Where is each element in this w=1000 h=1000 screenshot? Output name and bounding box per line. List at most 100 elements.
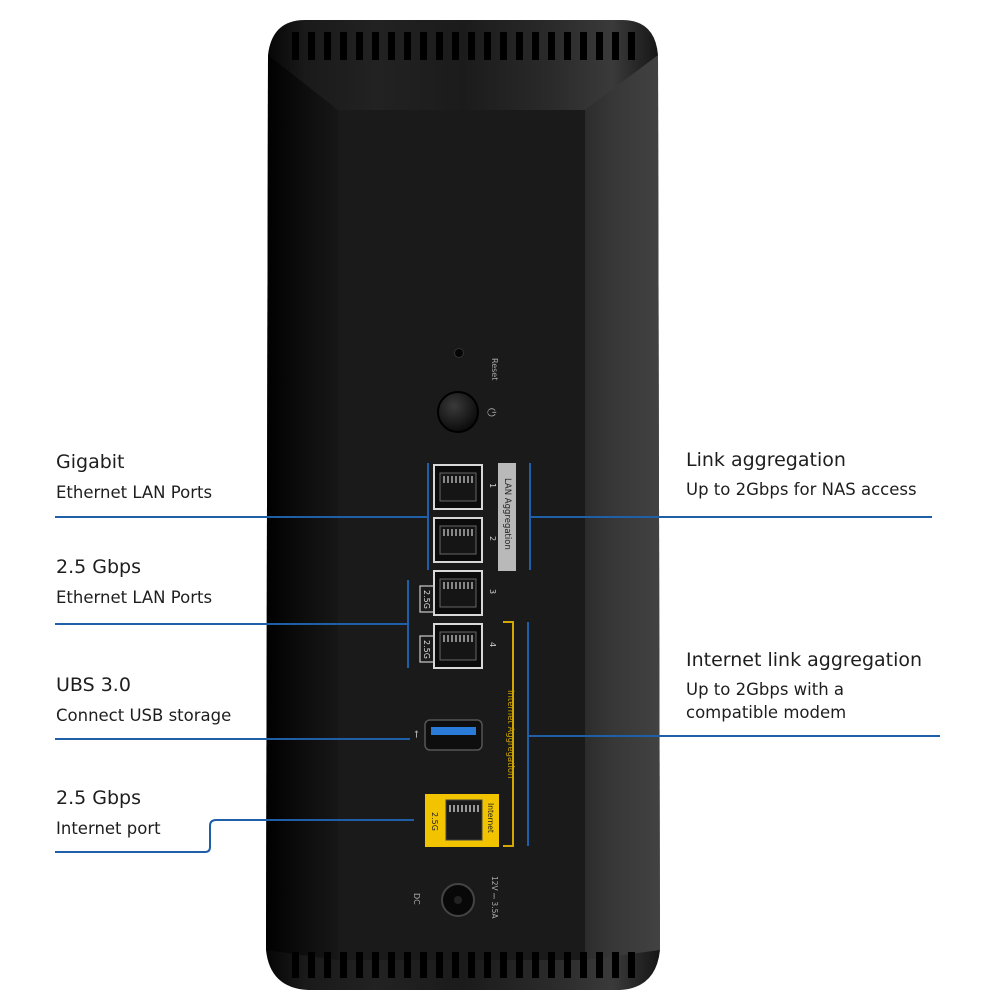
callout-gigabit: Gigabit Ethernet LAN Ports (56, 450, 212, 505)
ethernet-port-socket (439, 525, 477, 555)
callout-link-agg-subtitle: Up to 2Gbps for NAS access (686, 480, 917, 499)
vent-slot (564, 32, 571, 60)
internet-pin (457, 805, 459, 812)
vent-slot (596, 32, 603, 60)
internet-pin (453, 805, 455, 812)
callout-gigabit-subtitle: Ethernet LAN Ports (56, 483, 213, 502)
internet-pin (477, 805, 479, 812)
vent-slot (356, 952, 363, 978)
ethernet-pin (443, 635, 445, 642)
ethernet-pin (447, 635, 449, 642)
vent-slot (548, 32, 555, 60)
internet-pin (461, 805, 463, 812)
ethernet-pin (463, 635, 465, 642)
speed-tag-port3 (419, 585, 435, 613)
ethernet-port-socket (439, 578, 477, 608)
callout-internet-agg: Internet link aggregation Up to 2Gbps wi… (686, 648, 922, 724)
power-rating: 12V ⎓ 3.5A (490, 876, 499, 919)
vent-slot (340, 32, 347, 60)
reset-pinhole (454, 348, 464, 358)
ethernet-pin (463, 476, 465, 483)
ethernet-pin (443, 529, 445, 536)
usb-icon: ⭠ (411, 730, 422, 738)
vent-slot (404, 32, 411, 60)
ethernet-pin (467, 635, 469, 642)
vent-slot (372, 32, 379, 60)
callout-internet-agg-title: Internet link aggregation (686, 649, 923, 671)
ethernet-pin (463, 529, 465, 536)
port-number: 1 (488, 483, 497, 488)
vent-slot (532, 32, 539, 60)
bottom-vents (292, 952, 635, 978)
vent-slot (436, 32, 443, 60)
ethernet-pin (455, 635, 457, 642)
internet-port-label: Internet (486, 803, 495, 833)
vent-slot (388, 952, 395, 978)
ethernet-pin (459, 582, 461, 589)
internet-pin (473, 805, 475, 812)
callout-usb-subtitle: Connect USB storage (56, 706, 232, 725)
vent-slot (468, 952, 475, 978)
ethernet-port-socket (439, 472, 477, 502)
vent-slot (548, 952, 555, 978)
callout-25g-lan-title: 2.5 Gbps (56, 556, 141, 578)
vent-slot (532, 952, 539, 978)
vent-slot (292, 952, 299, 978)
callout-usb-title: UBS 3.0 (56, 674, 131, 696)
vent-slot (324, 952, 331, 978)
vent-slot (468, 32, 475, 60)
ethernet-pin (459, 529, 461, 536)
port-number: 4 (488, 642, 497, 647)
vent-slot (292, 32, 299, 60)
ethernet-pin (471, 476, 473, 483)
ethernet-pin (451, 476, 453, 483)
ethernet-pin (451, 582, 453, 589)
internet-pin (449, 805, 451, 812)
internet-aggregation-bracket (503, 621, 514, 847)
vent-slot (372, 952, 379, 978)
top-vents (292, 32, 635, 60)
ethernet-pin (459, 476, 461, 483)
vent-slot (420, 32, 427, 60)
speed-tag-port4 (419, 635, 435, 663)
internet-aggregation-label: Internet Aggregation (505, 690, 515, 778)
vent-slot (308, 32, 315, 60)
vent-slot (580, 952, 587, 978)
internet-pin (465, 805, 467, 812)
dc-label: DC (412, 893, 421, 905)
reset-label: Reset (490, 358, 499, 380)
ethernet-pin (443, 476, 445, 483)
internet-pin (469, 805, 471, 812)
vent-slot (628, 32, 635, 60)
callout-usb: UBS 3.0 Connect USB storage (56, 673, 231, 728)
ethernet-pin (467, 476, 469, 483)
vent-slot (500, 32, 507, 60)
router-right-facet (585, 55, 660, 960)
power-button (437, 391, 479, 433)
ethernet-pin (471, 635, 473, 642)
callout-25g-lan: 2.5 Gbps Ethernet LAN Ports (56, 555, 212, 610)
vent-slot (340, 952, 347, 978)
vent-slot (308, 952, 315, 978)
internet-port-socket (445, 799, 483, 841)
lan-aggregation-label: LAN Aggregation (502, 478, 512, 550)
callout-internet-agg-subtitle-2: compatible modem (686, 703, 847, 722)
ethernet-pin (447, 476, 449, 483)
ethernet-pin (471, 582, 473, 589)
callout-lines (55, 463, 940, 853)
vent-slot (484, 32, 491, 60)
vent-slot (452, 32, 459, 60)
callout-25g-lan-subtitle: Ethernet LAN Ports (56, 588, 213, 607)
speed-tag-port3-label: 2.5G (422, 590, 431, 609)
ethernet-pin (467, 529, 469, 536)
ethernet-port-socket (439, 631, 477, 661)
ethernet-pin (443, 582, 445, 589)
internet-port-pins (449, 805, 479, 812)
lan-aggregation-strip (498, 463, 516, 571)
callout-gigabit-title: Gigabit (56, 451, 125, 473)
port-number: 2 (488, 536, 497, 541)
callout-link-agg-title: Link aggregation (686, 449, 846, 471)
